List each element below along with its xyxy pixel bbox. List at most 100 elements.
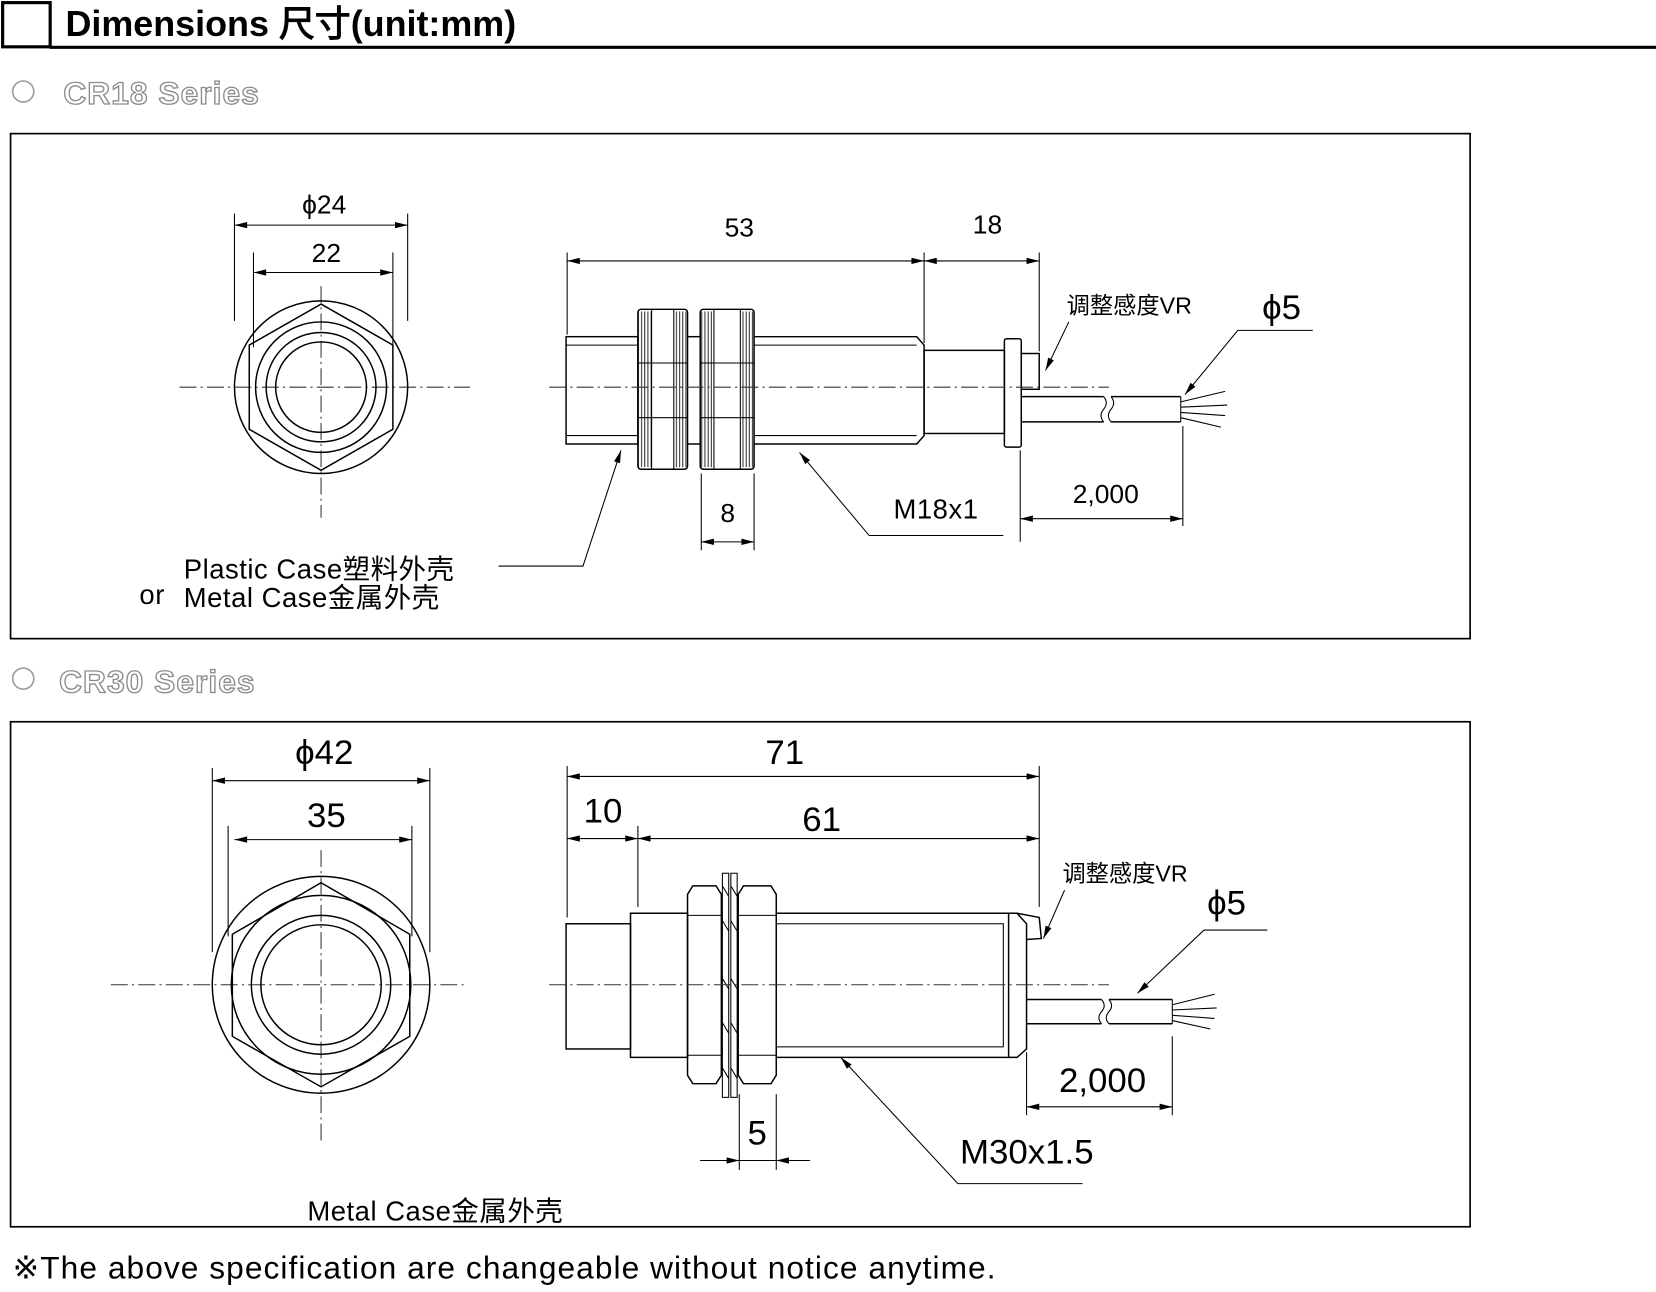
hex-nut-outline [231, 881, 411, 1088]
page-title: Dimensions 尺寸(unit:mm) [65, 4, 516, 44]
washer-hatch [721, 978, 730, 990]
drawing-panel [9, 132, 1471, 640]
body-length-label: 53 [725, 213, 754, 243]
threaded-body [754, 335, 925, 445]
washer-hatch [730, 920, 738, 932]
nut-thickness-label: 5 [748, 1115, 767, 1153]
series-bullet-icon [11, 667, 35, 690]
cable-wire [1172, 1007, 1217, 1011]
nut-outline [637, 308, 689, 470]
washer-hatch [721, 1022, 730, 1034]
cable-wire [1180, 404, 1228, 408]
cable-wire [1180, 390, 1226, 403]
nut-outline [699, 308, 755, 470]
nut-knurl-left [700, 311, 714, 468]
cr18-front-view: ϕ24 22 [179, 190, 470, 518]
case-material-label: Metal Case金属外壳 [184, 582, 440, 613]
footer-note: ※The above specification are changeable … [13, 1249, 997, 1285]
hex-width-label: 35 [307, 797, 346, 835]
cable-diameter-label: ϕ5 [1207, 884, 1246, 922]
cable-break-mark [1100, 396, 1107, 423]
total-length-label: 71 [765, 734, 804, 772]
cable [1021, 390, 1228, 428]
cable-break-mark [1107, 396, 1115, 423]
thread-leader-line [799, 452, 1004, 537]
washer-hatch [730, 978, 738, 990]
sensing-face [260, 924, 382, 1046]
cable-wire [1172, 1014, 1215, 1019]
outer-circle [211, 875, 431, 1094]
cable-diameter-leader [1184, 329, 1313, 395]
nut-outline [686, 885, 723, 1085]
cable-break-mark [1105, 999, 1113, 1025]
lock-nut-rear [737, 885, 777, 1085]
lock-nut-rear [699, 308, 755, 470]
cable-wire [1180, 411, 1226, 417]
washer-hatch [721, 885, 730, 897]
cable-wire [1180, 417, 1221, 428]
nut-knurl-right [740, 311, 755, 468]
hex-width-label: 22 [312, 238, 341, 268]
inner-ring-outer [254, 321, 388, 454]
sensitivity-potentiometer [1020, 352, 1040, 391]
cr30-side-view: 71 10 61 调整感度VR ϕ5 2,000 5 M30x1.5 Metal… [307, 734, 1268, 1227]
front-cap [565, 923, 632, 1050]
header: Dimensions 尺寸(unit:mm) [1, 1, 1656, 49]
cable-length-label: 2,000 [1073, 479, 1139, 509]
case-material-label: Plastic Case塑料外壳 [184, 554, 455, 585]
body-inner-edge [775, 923, 1004, 1048]
cr18-section: CR18 Series ϕ24 22 [9, 75, 1471, 640]
washer-hatch [721, 920, 730, 932]
front-cap [565, 335, 639, 445]
washer-hatch [730, 1067, 738, 1079]
washer-hatch [721, 1067, 730, 1079]
vr-leader-line [1045, 321, 1070, 371]
vr-leader-line [1042, 889, 1066, 939]
rear-end-cap [1008, 912, 1028, 1059]
sensitivity-potentiometer [1016, 912, 1043, 941]
rear-flange [1003, 338, 1023, 448]
cable-diameter-leader [1137, 929, 1268, 994]
sensing-face [274, 341, 368, 434]
case-leader-line [498, 450, 622, 567]
washer-hatch [730, 1022, 738, 1034]
cable [1026, 993, 1217, 1030]
case-material-label: Metal Case金属外壳 [307, 1196, 563, 1227]
cr30-front-view: ϕ42 35 [110, 734, 465, 1143]
cable-wire [1172, 993, 1215, 1006]
vr-adjust-label: 调整感度VR [1067, 293, 1192, 319]
cable-wire [1172, 1020, 1211, 1030]
thread-label: M30x1.5 [960, 1134, 1094, 1172]
rear-length-label: 18 [973, 210, 1002, 240]
vr-adjust-label: 调整感度VR [1062, 861, 1187, 887]
nut-outline [737, 885, 777, 1085]
series-title: CR30 Series [59, 663, 255, 699]
lock-nut-front [686, 885, 723, 1085]
rear-housing [923, 349, 1006, 435]
cable-length-label: 2,000 [1059, 1062, 1146, 1100]
cr30-section: CR30 Series ϕ42 35 [9, 663, 1471, 1228]
case-or-label: or [139, 579, 164, 610]
inner-ring-middle [265, 331, 377, 443]
cable-diameter-label: ϕ5 [1262, 289, 1301, 327]
inner-ring-middle [250, 914, 392, 1055]
header-square-icon [1, 1, 52, 49]
washer-hatch [730, 885, 738, 897]
nut-thickness-label: 8 [720, 498, 735, 528]
series-bullet-icon [11, 80, 35, 103]
thread-leader-line [840, 1057, 1083, 1185]
series-title: CR18 Series [63, 75, 259, 111]
lock-nut-front [637, 308, 689, 470]
thread-length-label: 61 [802, 801, 841, 839]
front-length-label: 10 [584, 793, 623, 831]
outer-diameter-label: ϕ24 [302, 190, 346, 220]
inner-ring-outer [230, 894, 412, 1075]
drawing-panel [9, 720, 1471, 1228]
nut-knurl-left [637, 311, 652, 468]
nut-knurl-right [673, 311, 688, 468]
thread-label: M18x1 [893, 494, 978, 525]
cable-break-mark [1098, 999, 1105, 1025]
outer-diameter-label: ϕ42 [295, 734, 353, 772]
outer-circle [233, 300, 409, 475]
